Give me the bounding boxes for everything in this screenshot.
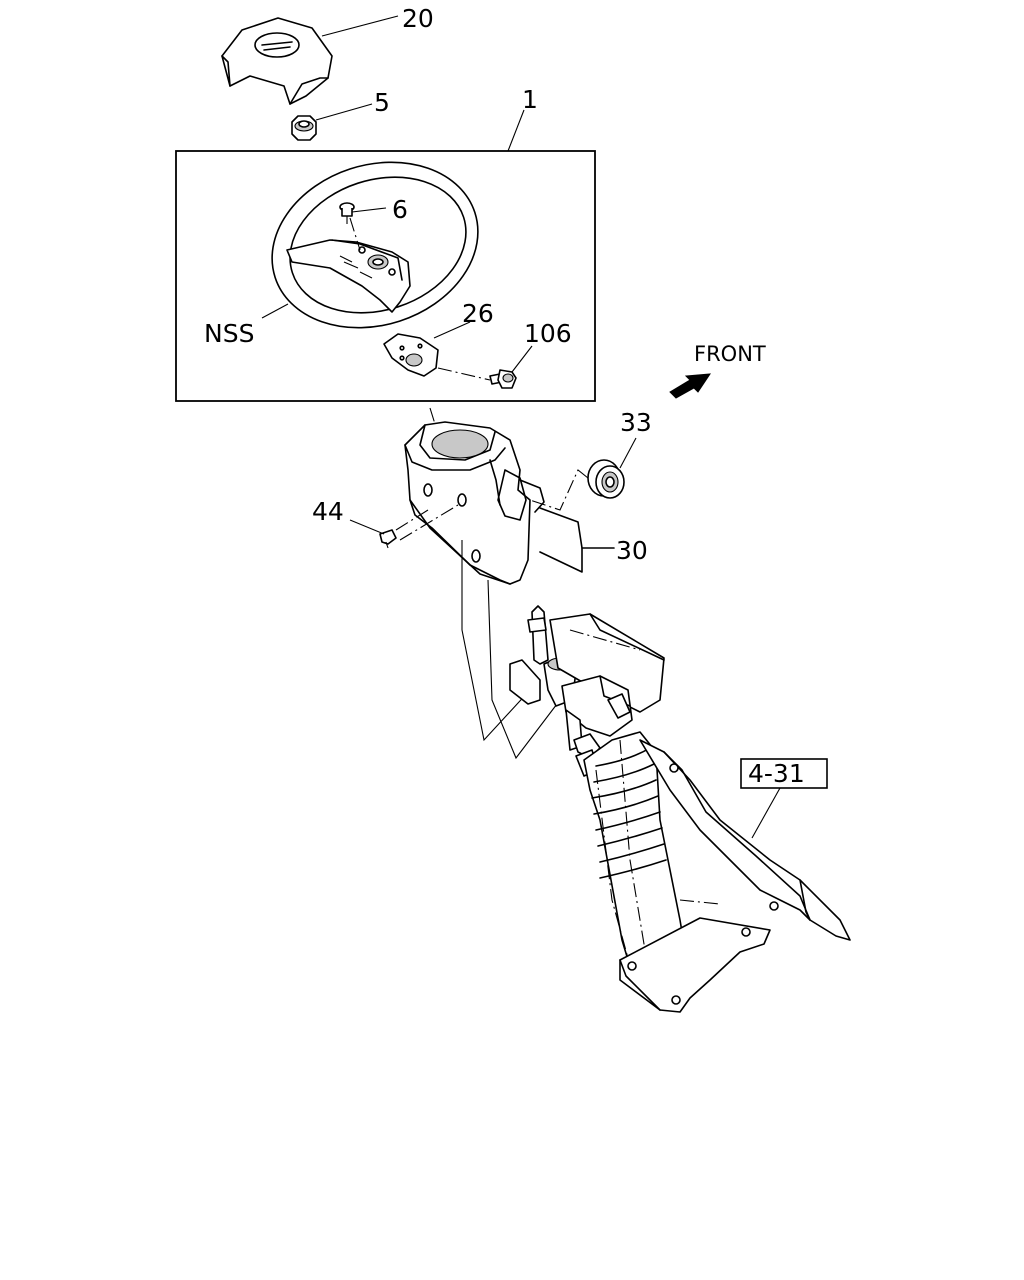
callout-nss: NSS: [204, 319, 254, 348]
front-arrow-icon: [669, 373, 711, 399]
column-centerline: [619, 739, 651, 981]
callout-33: 33: [620, 408, 652, 437]
callout-6: 6: [392, 195, 408, 224]
assembly-box: [175, 150, 596, 402]
column-cover-housing: [404, 407, 545, 585]
steering-wheel-part: [271, 161, 479, 329]
callout-30-bracket: [539, 507, 615, 573]
mounting-bracket-part: [619, 739, 851, 1013]
bolt-part: [339, 202, 361, 251]
callout-20: 20: [402, 4, 434, 33]
callout-30: 30: [616, 536, 648, 565]
callout-5: 5: [374, 88, 390, 117]
callout-1: 1: [522, 85, 538, 114]
horn-cover-part: [221, 17, 333, 105]
callout-4-31: 4-31: [748, 759, 805, 788]
callout-44: 44: [312, 497, 344, 526]
front-label: FRONT: [694, 342, 766, 366]
screw-106-part: [437, 367, 517, 389]
callout-106: 106: [524, 319, 572, 348]
reference-box: [740, 758, 828, 789]
steering-column-part: [509, 605, 665, 777]
leader-lines: [261, 15, 781, 839]
projection-lines: [461, 540, 561, 760]
grommet-part: [529, 459, 625, 511]
callout-26: 26: [462, 299, 494, 328]
nut-part: [291, 115, 317, 141]
column-boot-part: [583, 731, 691, 999]
column-cover-part: [383, 333, 439, 377]
column-centerline-2: [595, 769, 635, 981]
